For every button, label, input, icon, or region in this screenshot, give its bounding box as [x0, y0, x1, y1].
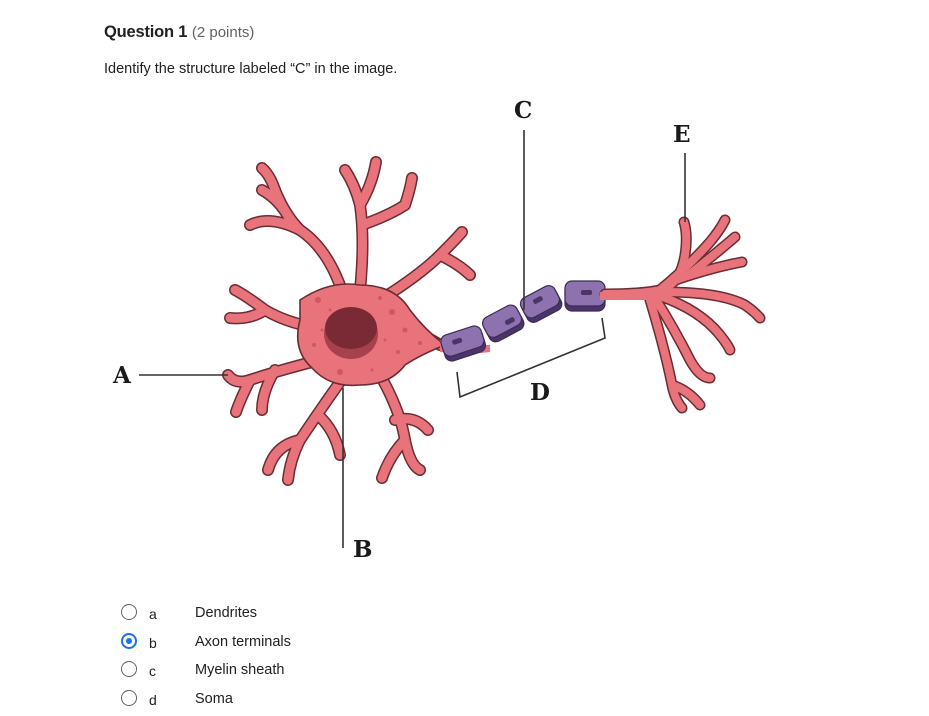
- option-a[interactable]: a Dendrites: [120, 600, 380, 628]
- option-text: Myelin sheath: [195, 662, 285, 678]
- question-title: Question 1: [104, 23, 188, 41]
- option-text: Soma: [195, 691, 233, 707]
- option-letter: b: [149, 635, 157, 651]
- option-b[interactable]: b Axon terminals: [120, 629, 380, 657]
- label-c: C: [514, 97, 532, 124]
- option-letter: d: [149, 692, 157, 708]
- radio-button[interactable]: [121, 604, 137, 620]
- question-header: Question 1 (2 points): [104, 21, 254, 44]
- radio-button[interactable]: [121, 661, 137, 677]
- label-b: B: [353, 536, 372, 563]
- option-d[interactable]: d Soma: [120, 686, 380, 714]
- option-letter: a: [149, 606, 157, 622]
- label-e: E: [673, 121, 691, 148]
- label-d: D: [530, 379, 550, 406]
- radio-button-selected[interactable]: [121, 633, 137, 649]
- question-points: (2 points): [191, 24, 255, 41]
- option-letter: c: [149, 663, 156, 679]
- option-text: Axon terminals: [195, 634, 291, 650]
- neuron-diagram: A B C D E: [100, 90, 800, 570]
- option-text: Dendrites: [195, 605, 258, 621]
- question-prompt: Identify the structure labeled “C” in th…: [104, 61, 398, 77]
- radio-button[interactable]: [121, 690, 137, 706]
- option-c[interactable]: c Myelin sheath: [120, 657, 380, 685]
- label-a: A: [112, 362, 132, 389]
